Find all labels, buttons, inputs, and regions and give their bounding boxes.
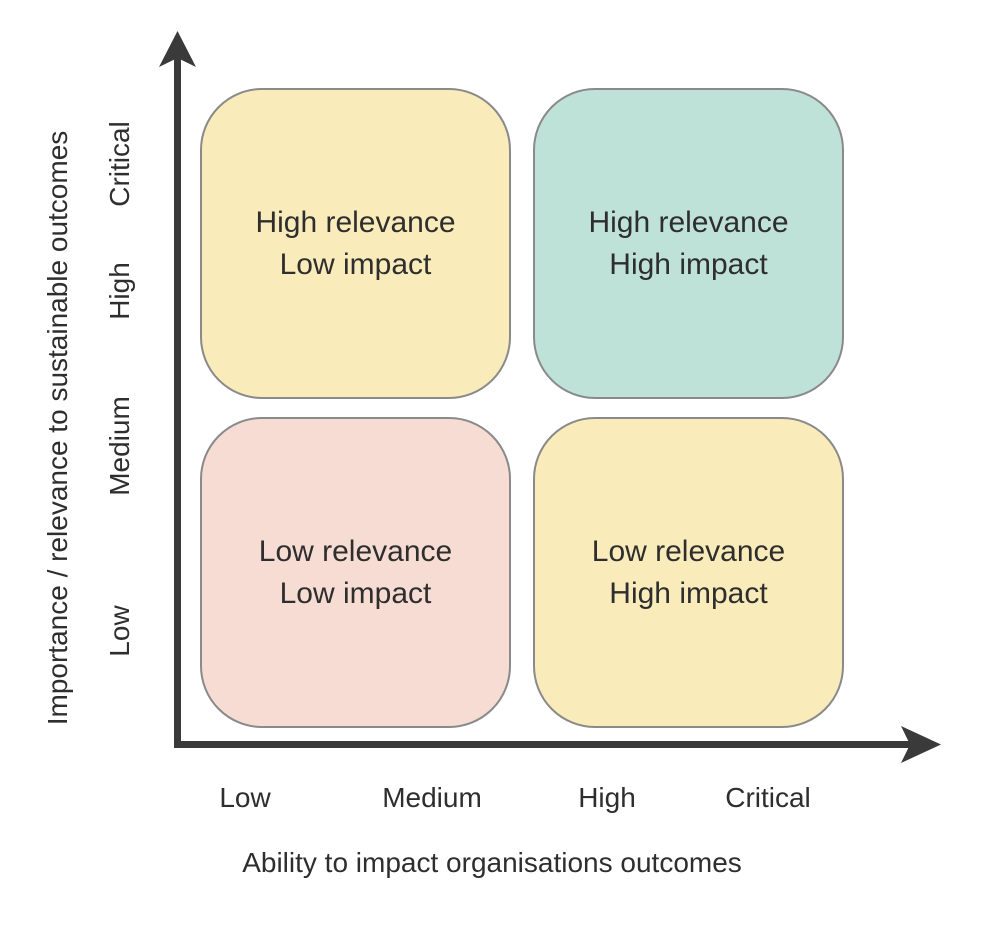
x-tick-low: Low [219, 782, 271, 813]
y-axis-line [174, 50, 181, 748]
x-tick-high: High [578, 782, 636, 813]
x-tick-medium: Medium [382, 782, 482, 813]
quadrant-label-line1: Low relevance [591, 534, 786, 568]
quadrant-label-line1: Low relevance [258, 534, 453, 568]
quadrant-label-line2: Low impact [279, 247, 432, 281]
y-tick-low: Low [104, 605, 135, 657]
quadrant-label-line1: High relevance [255, 205, 456, 239]
quadrant-low-relevance-high-impact: Low relevance High impact [533, 417, 844, 728]
y-tick-high: High [104, 262, 135, 320]
y-axis-arrowhead-icon [159, 31, 196, 67]
x-axis-arrowhead-icon [901, 726, 941, 763]
x-axis-title: Ability to impact organisations outcomes [242, 847, 742, 878]
quadrant-high-relevance-low-impact: High relevance Low impact [200, 88, 511, 399]
x-tick-critical: Critical [725, 782, 811, 813]
quadrant-label-line2: High impact [609, 247, 768, 281]
quadrant-label-line2: Low impact [279, 576, 432, 610]
arrow-up-icon [159, 31, 196, 67]
quadrant-label-line1: High relevance [588, 205, 789, 239]
y-axis-title: Importance / relevance to sustainable ou… [42, 130, 73, 726]
y-tick-medium: Medium [104, 396, 135, 496]
quadrant-label-line2: High impact [609, 576, 768, 610]
quadrant-low-relevance-low-impact: Low relevance Low impact [200, 417, 511, 728]
arrow-right-icon [901, 726, 941, 763]
y-tick-critical: Critical [104, 121, 135, 207]
x-axis-line [174, 741, 910, 748]
quadrant-high-relevance-high-impact: High relevance High impact [533, 88, 844, 399]
